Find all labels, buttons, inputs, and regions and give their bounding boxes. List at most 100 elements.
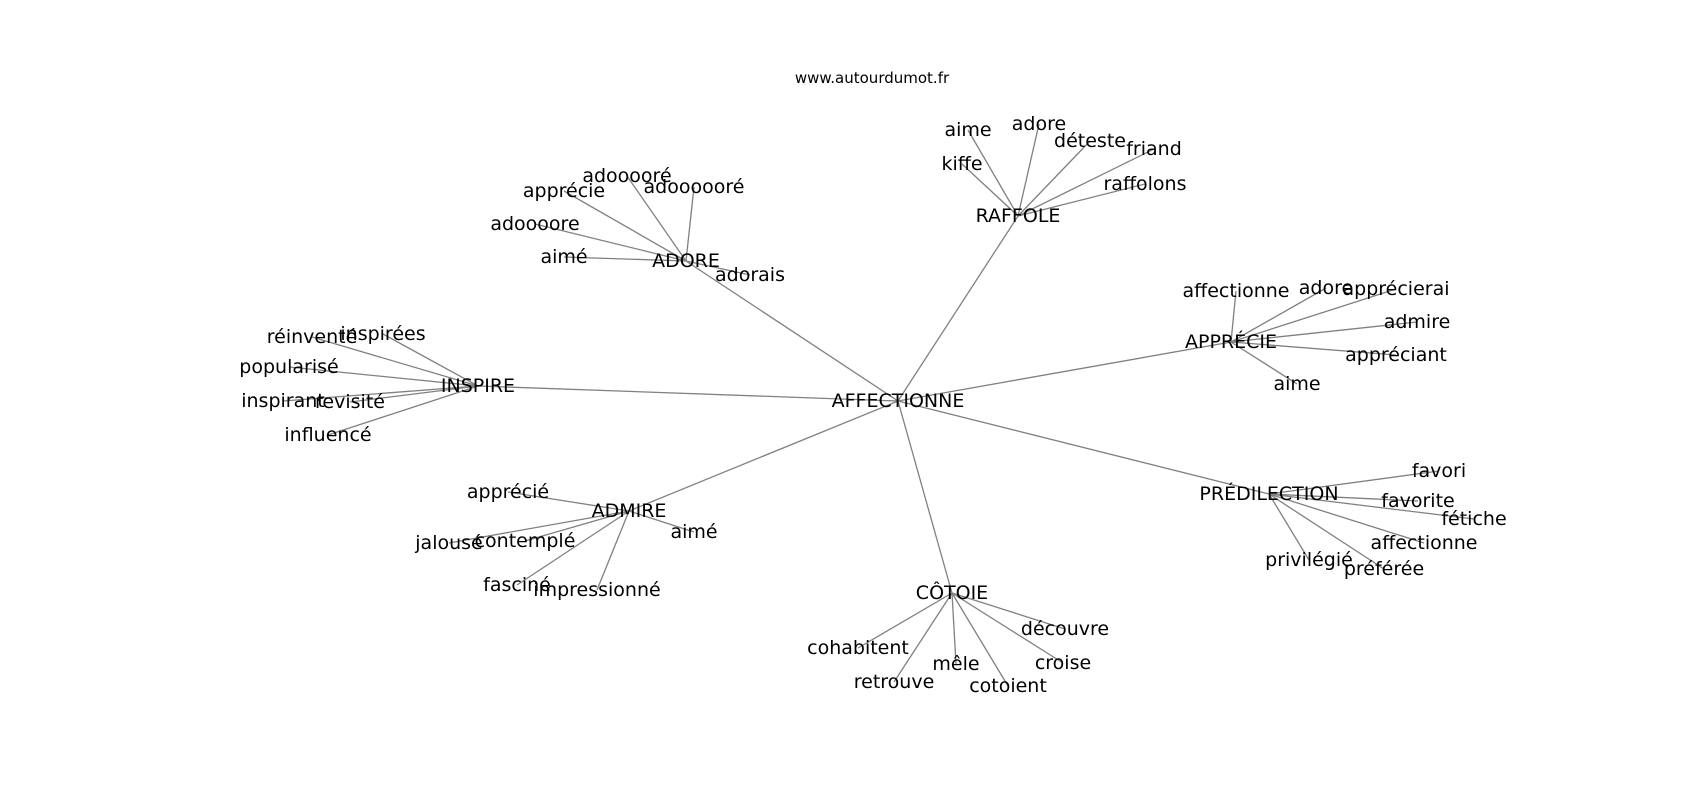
source-caption: www.autourdumot.fr [795, 69, 950, 87]
edge-cotoie-1 [951, 592, 1066, 630]
leaf-word[interactable]: adooooré [582, 165, 671, 187]
leaf-word[interactable]: aimé [540, 246, 587, 268]
leaf-word[interactable]: popularisé [239, 356, 338, 378]
edge-admire-0 [507, 491, 630, 512]
leaf-word[interactable]: adore [1299, 277, 1353, 299]
leaf-word[interactable]: fétiche [1441, 508, 1506, 530]
leaf-word[interactable]: retrouve [854, 671, 935, 693]
edge-center-predilection [897, 400, 1270, 495]
edge-adore-2 [626, 175, 687, 262]
edge-cotoie-4 [893, 592, 953, 683]
leaf-word[interactable]: appréciant [1345, 344, 1447, 366]
leaf-word[interactable]: revisité [315, 391, 385, 413]
leaf-word[interactable]: apprécié [467, 481, 549, 503]
leaf-word[interactable]: admire [1384, 311, 1451, 333]
leaf-word[interactable]: apprécierai [1343, 278, 1450, 300]
leaf-word[interactable]: friand [1126, 138, 1182, 160]
hub-word-adore[interactable]: ADORE [652, 250, 720, 272]
leaf-word[interactable]: affectionne [1183, 280, 1290, 302]
leaf-word[interactable]: privilégié [1265, 549, 1353, 571]
edge-raffole-4 [961, 163, 1019, 217]
leaf-word[interactable]: aime [944, 119, 991, 141]
leaf-word[interactable]: adorais [715, 264, 785, 286]
edge-predilection-5 [1268, 493, 1385, 570]
edge-apprecie-5 [1230, 341, 1298, 385]
edge-cotoie-2 [951, 592, 957, 665]
edge-admire-2 [524, 510, 630, 542]
edge-center-admire [628, 400, 899, 512]
edge-predilection-1 [1268, 493, 1419, 502]
leaf-word[interactable]: jalousé [414, 532, 482, 554]
edge-predilection-0 [1268, 470, 1440, 495]
leaf-word[interactable]: mêle [932, 653, 979, 675]
leaf-word[interactable]: adoooore [490, 213, 579, 235]
leaf-word[interactable]: adore [1012, 113, 1066, 135]
hub-word-admire[interactable]: ADMIRE [592, 500, 667, 522]
hub-word-raffole[interactable]: RAFFOLE [976, 205, 1061, 227]
edge-admire-4 [516, 510, 630, 586]
edge-predilection-2 [1268, 493, 1475, 520]
leaf-word[interactable]: impressionné [533, 579, 660, 601]
leaf-word[interactable]: réinventé [267, 326, 358, 348]
edge-center-adore [685, 260, 899, 402]
edge-adore-3 [685, 186, 695, 262]
edge-inspire-4 [349, 385, 479, 403]
edge-adore-5 [685, 260, 751, 276]
edge-adore-4 [563, 256, 687, 262]
edge-admire-1 [448, 510, 630, 544]
edge-raffole-0 [967, 129, 1019, 217]
leaf-word[interactable]: affectionne [1371, 532, 1478, 554]
edge-inspire-0 [311, 336, 479, 387]
edge-inspire-1 [382, 333, 479, 387]
edge-cotoie-3 [951, 592, 1064, 664]
edge-apprecie-1 [1230, 287, 1327, 343]
edge-apprecie-2 [1230, 288, 1397, 343]
leaf-word[interactable]: fasciné [483, 574, 551, 596]
leaf-word[interactable]: contemplé [475, 530, 576, 552]
edge-center-inspire [477, 385, 899, 402]
hub-word-predilection[interactable]: PRÉDILECTION [1199, 482, 1338, 505]
leaf-word[interactable]: apprécie [523, 180, 605, 202]
leaf-word[interactable]: préférée [1344, 558, 1424, 580]
edge-inspire-3 [282, 385, 479, 402]
leaf-word[interactable]: inspirées [340, 323, 425, 345]
edge-apprecie-0 [1230, 290, 1237, 343]
leaf-word[interactable]: inspirant [241, 390, 325, 412]
leaf-word[interactable]: aimé [670, 521, 717, 543]
leaf-word[interactable]: favori [1412, 460, 1466, 482]
hub-word-inspire[interactable]: INSPIRE [441, 375, 515, 397]
edge-raffole-2 [1017, 140, 1091, 217]
edge-predilection-4 [1268, 493, 1310, 561]
edge-adore-1 [563, 190, 687, 262]
label-layer: AFFECTIONNE adoooore apprécieadooooréadoo… [239, 113, 1506, 697]
edge-raffole-5 [1017, 183, 1146, 217]
leaf-word[interactable]: kiffe [941, 153, 982, 175]
leaf-word[interactable]: cotoient [969, 675, 1047, 697]
leaf-word[interactable]: adoooooré [644, 176, 745, 198]
edge-apprecie-3 [1230, 321, 1418, 343]
leaf-word[interactable]: déteste [1054, 130, 1126, 152]
hub-word-cotoie[interactable]: CÔTOIE [916, 580, 988, 604]
edge-raffole-3 [1017, 148, 1155, 217]
center-word[interactable]: AFFECTIONNE [832, 390, 965, 412]
edge-raffole-1 [1017, 123, 1040, 217]
leaf-word[interactable]: découvre [1021, 618, 1109, 640]
edge-inspire-5 [327, 385, 479, 436]
edge-admire-5 [596, 510, 630, 591]
leaf-word[interactable]: raffolons [1103, 173, 1186, 195]
hub-word-apprecie[interactable]: APPRÉCIE [1185, 330, 1277, 353]
leaf-word[interactable]: favorite [1381, 490, 1454, 512]
edge-admire-3 [628, 510, 695, 533]
edge-center-raffole [897, 215, 1019, 402]
leaf-word[interactable]: croise [1035, 652, 1091, 674]
edge-center-cotoie [897, 400, 953, 594]
leaf-word[interactable]: cohabitent [807, 637, 909, 659]
edge-center-apprecie [897, 341, 1232, 402]
leaf-word[interactable]: aime [1273, 373, 1320, 395]
edge-inspire-2 [288, 366, 479, 387]
edge-adore-0 [534, 223, 687, 262]
edge-apprecie-4 [1230, 341, 1397, 356]
leaf-word[interactable]: influencé [284, 424, 371, 446]
edge-layer [282, 123, 1475, 687]
